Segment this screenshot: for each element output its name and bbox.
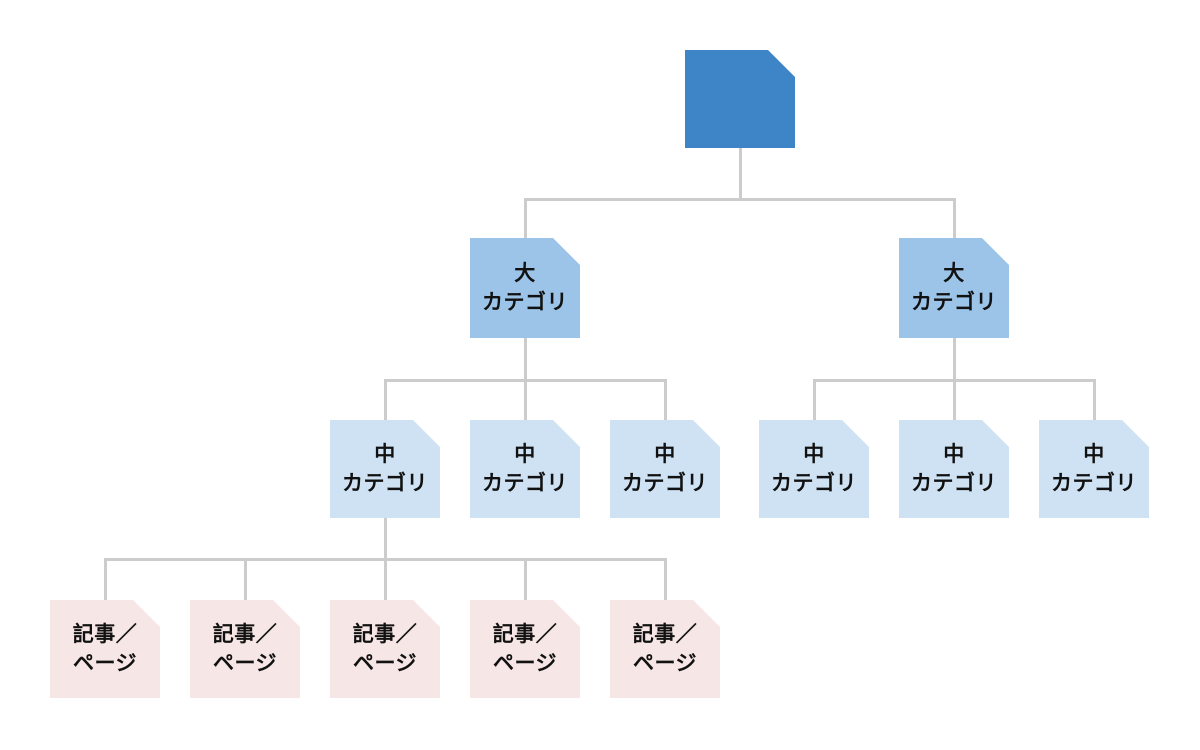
medium-category-node: 中 カテゴリ xyxy=(899,420,1009,518)
node-label-line2: ページ xyxy=(352,652,418,675)
connector-page-drop xyxy=(244,558,247,600)
node-label-line2: カテゴリ xyxy=(911,472,997,495)
node-label-line2: カテゴリ xyxy=(482,472,568,495)
medium-category-node: 中 カテゴリ xyxy=(470,420,580,518)
node-label-line2: ページ xyxy=(632,652,698,675)
large-category-node: 大 カテゴリ xyxy=(470,238,580,338)
node-label-line2: カテゴリ xyxy=(771,472,857,495)
node-label-line2: カテゴリ xyxy=(911,291,997,314)
connector-medium-drop xyxy=(1093,379,1096,420)
connector-page-drop xyxy=(524,558,527,600)
page-node: 記事／ ページ xyxy=(610,600,720,698)
node-label-line2: カテゴリ xyxy=(342,472,428,495)
connector-medium-stem xyxy=(384,518,387,561)
connector-medium-drop xyxy=(664,379,667,420)
node-label-line1: 記事／ xyxy=(492,623,558,646)
node-label-line1: 記事／ xyxy=(72,623,138,646)
node-label-line2: ページ xyxy=(212,652,278,675)
root-node xyxy=(685,50,795,148)
node-label-line1: 大 xyxy=(514,262,536,285)
page-node: 記事／ ページ xyxy=(190,600,300,698)
node-label-line2: カテゴリ xyxy=(482,291,568,314)
medium-category-node: 中 カテゴリ xyxy=(759,420,869,518)
node-label-line1: 中 xyxy=(374,443,396,466)
connector-page-drop xyxy=(384,558,387,600)
connector-large-left-drop xyxy=(524,198,527,238)
connector-page-drop xyxy=(664,558,667,600)
node-label-line1: 中 xyxy=(654,443,676,466)
medium-category-node: 中 カテゴリ xyxy=(610,420,720,518)
node-label-line2: ページ xyxy=(72,652,138,675)
medium-category-node: 中 カテゴリ xyxy=(1039,420,1149,518)
connector-medium-drop xyxy=(813,379,816,420)
connector-page-drop xyxy=(104,558,107,600)
connector-large-right-stem xyxy=(953,338,956,382)
connector-large-right-drop xyxy=(953,198,956,238)
node-label-line2: カテゴリ xyxy=(622,472,708,495)
node-label-line1: 中 xyxy=(943,443,965,466)
node-label-line2: ページ xyxy=(492,652,558,675)
connector-medium-drop xyxy=(524,379,527,420)
node-label-line1: 記事／ xyxy=(212,623,278,646)
node-label-line1: 記事／ xyxy=(352,623,418,646)
page-node: 記事／ ページ xyxy=(470,600,580,698)
connector-medium-drop xyxy=(384,379,387,420)
large-category-node: 大 カテゴリ xyxy=(899,238,1009,338)
connector-root-stem xyxy=(739,148,742,201)
page-node: 記事／ ページ xyxy=(330,600,440,698)
medium-category-node: 中 カテゴリ xyxy=(330,420,440,518)
node-label-line1: 中 xyxy=(1083,443,1105,466)
node-label-line1: 記事／ xyxy=(632,623,698,646)
node-label-line1: 中 xyxy=(803,443,825,466)
connector-medium-drop xyxy=(953,379,956,420)
node-label-line1: 大 xyxy=(943,262,965,285)
connector-level2-rail xyxy=(524,198,956,201)
node-label-line2: カテゴリ xyxy=(1051,472,1137,495)
page-node: 記事／ ページ xyxy=(50,600,160,698)
connector-large-left-stem xyxy=(524,338,527,382)
node-label-line1: 中 xyxy=(514,443,536,466)
